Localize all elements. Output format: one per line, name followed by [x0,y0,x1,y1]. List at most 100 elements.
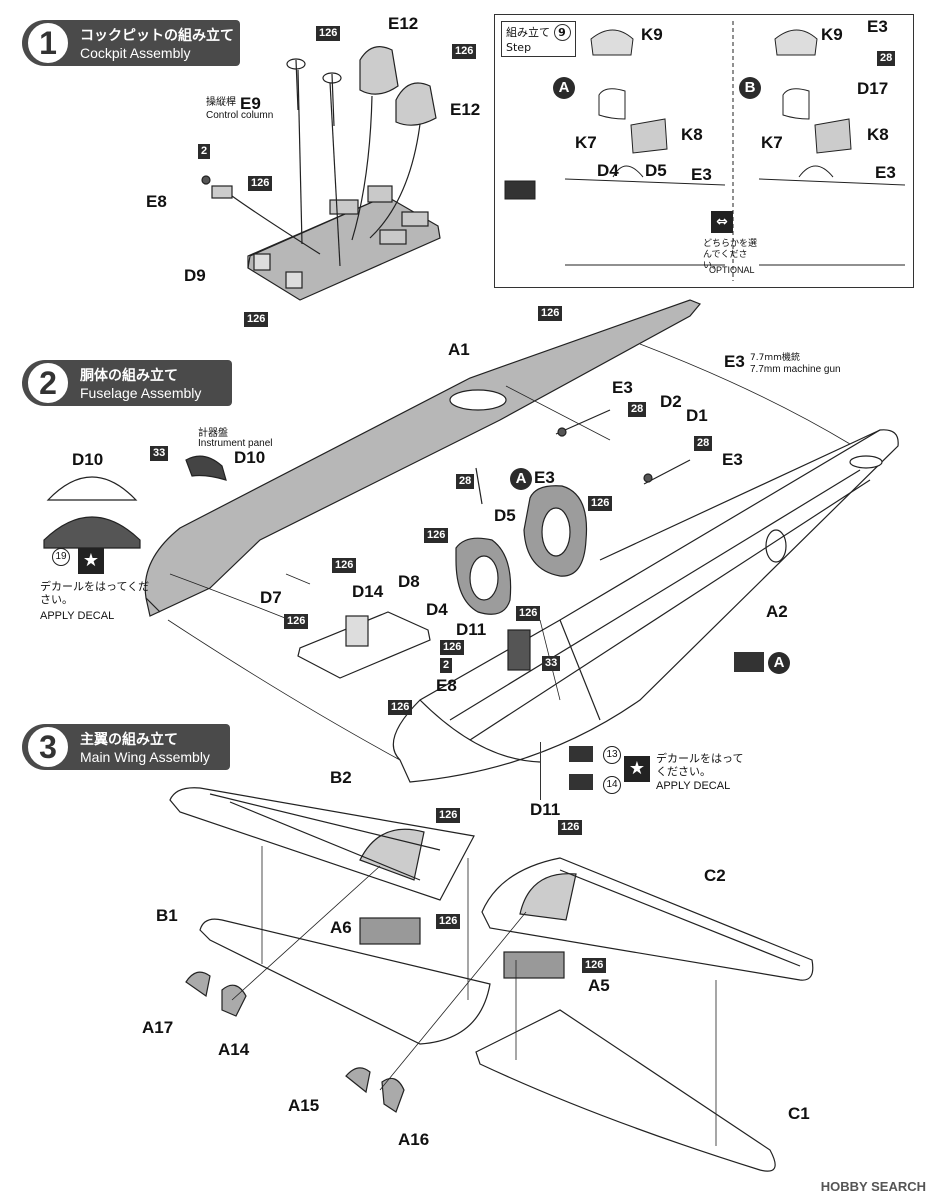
decal-note-en: APPLY DECAL [656,780,731,792]
label-d4: D4 [426,600,448,619]
color-code-badge: 28 [456,474,475,489]
gun-jp: 7.7mm機銃 [750,353,800,363]
color-code-badge: 28 [877,51,896,66]
label-k7-b: K7 [761,133,783,152]
bulkhead-d5 [523,485,588,577]
step-number: 1 [26,21,70,65]
color-code-badge: 126 [388,700,413,715]
decal-13-icon [569,746,593,762]
step-title-jp: コックピットの組み立て [80,28,234,44]
option-a-badge: A [553,77,575,99]
d11-decal-box: 13 14 [540,742,621,800]
instrument-panel-en: Instrument panel [198,438,273,449]
label-k9-b: K9 [821,25,843,44]
label-a17: A17 [142,1018,174,1037]
decal-star-icon: ★ [78,548,104,574]
machine-gun-e3 [475,409,691,505]
label-d14: D14 [352,582,384,601]
label-d11-decal: D11 [530,800,561,819]
step-number: 2 [26,361,70,405]
step-title-en: Main Wing Assembly [80,749,210,765]
label-d9: D9 [184,266,206,285]
decal-number: 19 [52,548,70,566]
part-e8 [201,175,321,255]
label-a14: A14 [218,1040,250,1059]
wheel-well-a6 [359,917,421,945]
color-code-badge: 126 [582,958,607,973]
color-code-badge: 126 [516,606,541,621]
label-e12-b: E12 [450,100,481,119]
watermark: HOBBY SEARCH [820,1179,926,1194]
label-e3-gun: E3 [724,352,745,371]
color-code-badge: 126 [424,528,449,543]
decal-note-jp: デカールをはってください。 [656,752,744,778]
control-column-en: Control column [206,110,274,121]
label-d11: D11 [456,620,487,639]
color-code-badge: 126 [332,558,357,573]
part-d11 [507,629,531,671]
color-code-badge: 28 [694,436,713,451]
color-code-badge: 28 [628,402,647,417]
label-b1: B1 [156,906,178,925]
control-column-jp: 操縦桿 [206,97,236,108]
decal-star-icon: ★ [624,756,650,782]
step-ref-number: 9 [553,24,571,41]
label-d10: D10 [234,448,266,467]
label-d5: D5 [645,161,667,180]
label-e3-c: E3 [691,165,712,184]
color-code-badge: 126 [588,496,613,511]
wing-lower-b1 [199,918,491,1045]
label-k8-a: K8 [681,125,703,144]
color-code-badge: 2 [198,144,211,159]
decal-number: 13 [603,746,621,764]
step-title-en: Fuselage Assembly [80,385,202,401]
color-code-badge: 126 [440,640,465,655]
label-d8: D8 [398,572,420,591]
seat-e12 [351,46,437,241]
label-e9: E9 [240,94,261,113]
step-number: 3 [26,725,70,769]
color-code-badge: 126 [558,820,583,835]
color-code-badge: 126 [436,808,461,823]
color-code-badge: 2 [440,658,453,673]
label-e3-a: E3 [534,468,555,487]
option-b-badge: B [739,77,761,99]
option-a-badge: A [510,468,532,490]
label-a6: A6 [330,918,352,937]
decal-number: 14 [603,776,621,794]
bulkhead-d4 [455,537,512,615]
option-a-badge: A [768,652,790,674]
gun-en: 7.7mm machine gun [750,364,841,375]
color-code-badge: 126 [436,914,461,929]
color-code-badge: 126 [244,312,269,327]
label-e3-b: E3 [867,17,888,36]
color-code-badge: 33 [150,446,169,461]
label-e8: E8 [436,676,457,695]
option-marker-icon [734,652,764,672]
label-d7: D7 [260,588,282,607]
step-title-en: Cockpit Assembly [80,45,191,61]
instrument-panel-jp: 計器盤 [198,428,228,439]
decal-note-en: APPLY DECAL [40,610,115,622]
label-d5: D5 [494,506,516,525]
label-d10-detail: D10 [72,450,104,469]
label-a1: A1 [448,340,470,359]
label-k9-a: K9 [641,25,663,44]
color-code-badge: 33 [542,656,561,671]
label-c2: C2 [704,866,726,885]
step-9-ref-box: 組み立て 9 Step [501,21,576,57]
fuselage-right-a2 [392,429,899,783]
label-a15: A15 [288,1096,320,1115]
color-code-badge: 126 [538,306,563,321]
color-code-badge: 126 [452,44,477,59]
color-code-badge: 126 [316,26,341,41]
step-ref-en: Step [506,41,532,54]
cockpit-assembly-small [297,611,431,679]
label-k8-b: K8 [867,125,889,144]
control-column-e9 [286,58,342,267]
decal-note-jp: デカールをはってください。 [40,580,150,606]
step-ref-jp: 組み立て [506,26,550,39]
wing-lower-c1 [475,1009,776,1172]
fuselage-left-a1 [144,299,701,617]
label-e3-1: E3 [612,378,633,397]
